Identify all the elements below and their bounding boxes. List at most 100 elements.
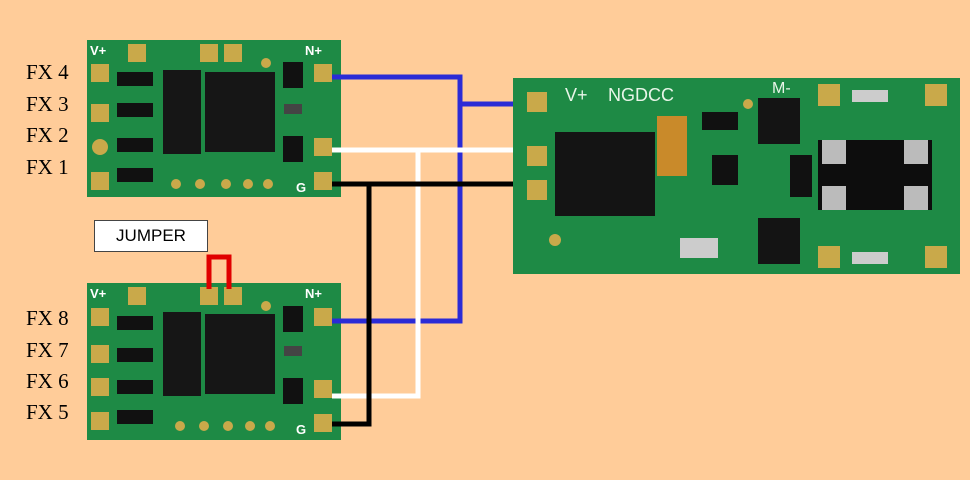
pad-right-mid bbox=[314, 380, 332, 398]
pad-top-1 bbox=[200, 44, 218, 62]
label-fx8: FX 8 bbox=[26, 306, 69, 330]
hole bbox=[245, 421, 255, 431]
resistor-vertical bbox=[283, 378, 303, 404]
pad-n-plus bbox=[314, 64, 332, 82]
corner-pad bbox=[925, 246, 947, 268]
hole bbox=[175, 421, 185, 431]
label-fx3: FX 3 bbox=[26, 92, 69, 116]
pad-fx8 bbox=[91, 308, 109, 326]
resistor bbox=[117, 138, 153, 152]
pad-n-plus bbox=[314, 308, 332, 326]
silk-m-minus: M- bbox=[772, 80, 791, 97]
pad-fx3 bbox=[91, 104, 109, 122]
label-fx5: FX 5 bbox=[26, 400, 69, 424]
hole bbox=[223, 421, 233, 431]
silk-v-plus: V+ bbox=[565, 85, 588, 105]
via bbox=[261, 58, 271, 68]
pad-fx1 bbox=[91, 172, 109, 190]
ic-chip-main bbox=[205, 314, 275, 394]
pad-fx7 bbox=[91, 345, 109, 363]
resistor-vertical bbox=[790, 155, 812, 197]
tantalum-capacitor bbox=[657, 116, 687, 176]
pad-top-2 bbox=[224, 44, 242, 62]
mcu-chip bbox=[555, 132, 655, 216]
jumper-label: JUMPER bbox=[94, 220, 208, 252]
hole bbox=[265, 421, 275, 431]
decoder-board: V+ NGDCC M- bbox=[513, 78, 960, 274]
resistor bbox=[117, 410, 153, 424]
resistor bbox=[117, 168, 153, 182]
ic-chip-small bbox=[163, 312, 201, 396]
pad-fx4 bbox=[91, 64, 109, 82]
wire-white-branch bbox=[332, 152, 421, 399]
silk-n-plus: N+ bbox=[305, 286, 322, 301]
pad-g bbox=[314, 414, 332, 432]
capacitor bbox=[284, 104, 302, 114]
hole bbox=[199, 421, 209, 431]
resistor-vertical bbox=[283, 306, 303, 332]
label-fx2: FX 2 bbox=[26, 123, 69, 147]
pad-gnd bbox=[527, 180, 547, 200]
capacitor bbox=[852, 90, 888, 102]
pad-jumper-2 bbox=[224, 287, 242, 305]
transistor bbox=[758, 218, 800, 264]
ic-chip-small bbox=[163, 70, 201, 154]
sound-module-bottom: V+ N+ G bbox=[87, 283, 341, 440]
via bbox=[261, 301, 271, 311]
pad-v-plus bbox=[128, 44, 146, 62]
resistor bbox=[117, 72, 153, 86]
resistor bbox=[117, 316, 153, 330]
capacitor bbox=[852, 252, 888, 264]
pad-right-mid bbox=[314, 138, 332, 156]
hole bbox=[195, 179, 205, 189]
hole bbox=[221, 179, 231, 189]
resistor bbox=[117, 103, 153, 117]
pad-g bbox=[314, 172, 332, 190]
silk-v-plus: V+ bbox=[90, 43, 107, 58]
resistor bbox=[117, 380, 153, 394]
silk-ngdcc: NGDCC bbox=[608, 85, 674, 105]
transistor bbox=[758, 98, 800, 144]
label-fx4: FX 4 bbox=[26, 60, 69, 84]
inductor-pad bbox=[822, 140, 846, 164]
hole bbox=[171, 179, 181, 189]
resistor-vertical bbox=[283, 62, 303, 88]
hole bbox=[243, 179, 253, 189]
hole bbox=[263, 179, 273, 189]
pad-fx5 bbox=[91, 412, 109, 430]
ic-chip-main bbox=[205, 72, 275, 152]
pad-fx2 bbox=[92, 139, 108, 155]
capacitor bbox=[680, 238, 718, 258]
pad-jumper-1 bbox=[200, 287, 218, 305]
pad-fx6 bbox=[91, 378, 109, 396]
silk-g: G bbox=[296, 422, 306, 437]
pad-v-plus bbox=[527, 92, 547, 112]
pad-mid bbox=[527, 146, 547, 166]
pad-v-plus bbox=[128, 287, 146, 305]
label-fx6: FX 6 bbox=[26, 369, 69, 393]
sound-module-top: V+ N+ G bbox=[87, 40, 341, 197]
corner-pad bbox=[818, 246, 840, 268]
jumper-wire bbox=[206, 254, 232, 289]
corner-pad bbox=[818, 84, 840, 106]
silk-g: G bbox=[296, 180, 306, 195]
via bbox=[743, 99, 753, 109]
silk-v-plus: V+ bbox=[90, 286, 107, 301]
inductor-pad bbox=[822, 186, 846, 210]
label-fx7: FX 7 bbox=[26, 338, 69, 362]
corner-pad bbox=[925, 84, 947, 106]
inductor-pad bbox=[904, 140, 928, 164]
resistor bbox=[117, 348, 153, 362]
resistor bbox=[702, 112, 738, 130]
capacitor bbox=[284, 346, 302, 356]
inductor-pad bbox=[904, 186, 928, 210]
wire-blue-main bbox=[332, 74, 463, 324]
resistor-vertical bbox=[283, 136, 303, 162]
wire-black-branch bbox=[332, 186, 372, 427]
label-fx1: FX 1 bbox=[26, 155, 69, 179]
via bbox=[549, 234, 561, 246]
resistor-vertical bbox=[712, 155, 738, 185]
silk-n-plus: N+ bbox=[305, 43, 322, 58]
